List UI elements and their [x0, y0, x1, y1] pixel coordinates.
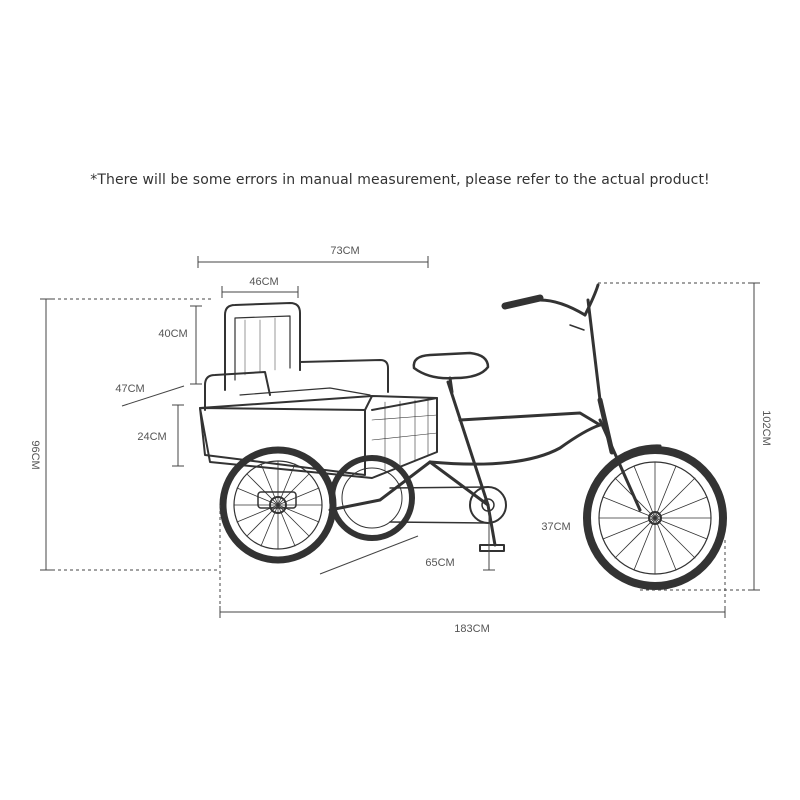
label-40: 40CM: [158, 328, 187, 340]
dim-line-40: [190, 305, 202, 385]
dim-line-37: [483, 512, 495, 571]
rear-far-wheel: [329, 455, 415, 541]
label-73: 73CM: [330, 245, 359, 257]
label-46: 46CM: [249, 276, 278, 288]
dim-line-96: [40, 298, 220, 571]
disclaimer-note: *There will be some errors in manual mea…: [90, 172, 710, 188]
dimension-lines: [40, 256, 760, 618]
drivetrain: [389, 486, 507, 552]
dim-line-73: [197, 256, 429, 268]
rider-saddle: [412, 351, 490, 394]
label-102: 102CM: [760, 410, 772, 445]
label-37: 37CM: [541, 521, 570, 533]
dim-line-102: [598, 282, 760, 591]
dim-line-46: [221, 286, 299, 298]
dim-line-183: [219, 505, 726, 618]
label-96: 96CM: [29, 440, 41, 469]
dim-line-24: [172, 404, 184, 467]
dimension-labels: 73CM 46CM 40CM 47CM 24CM 65CM 37CM 183CM…: [29, 245, 772, 635]
front-fender: [583, 444, 662, 522]
frame: [328, 283, 642, 512]
tricycle-illustration: [199, 283, 727, 590]
dim-line-47: [121, 385, 185, 407]
label-65: 65CM: [425, 557, 454, 569]
rear-near-wheel: [219, 446, 337, 564]
label-47: 47CM: [115, 383, 144, 395]
passenger-seat: [204, 302, 389, 411]
label-183: 183CM: [454, 623, 489, 635]
cargo-basket: [199, 395, 438, 509]
label-24: 24CM: [137, 431, 166, 443]
dim-line-65: [319, 535, 419, 575]
front-wheel: [583, 446, 727, 590]
